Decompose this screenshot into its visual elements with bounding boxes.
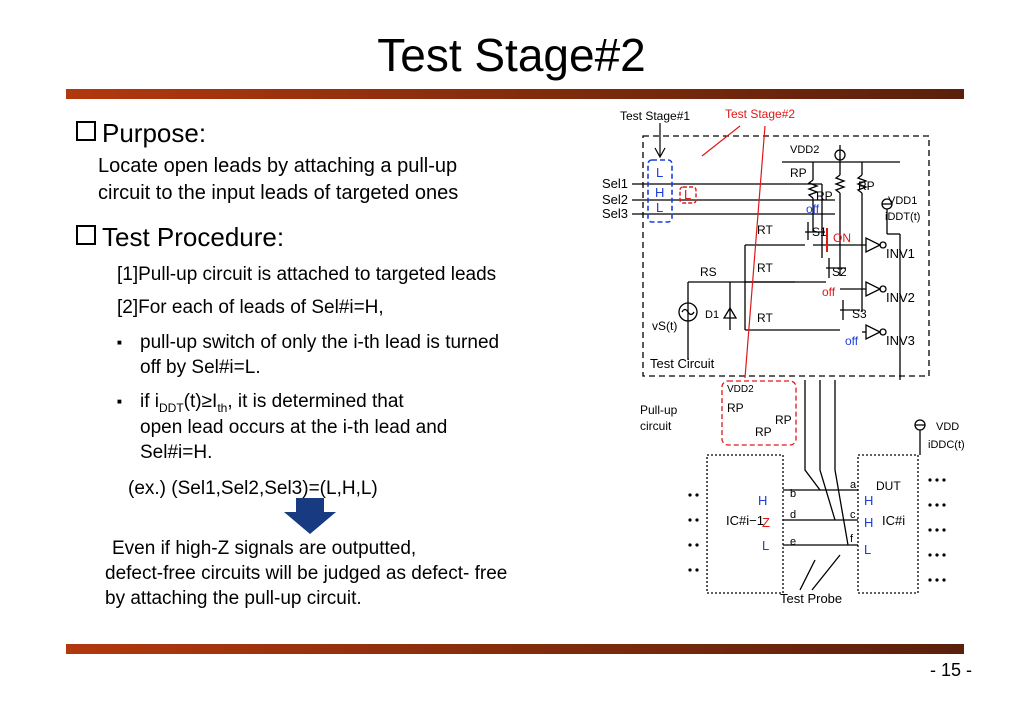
label-inv3: INV3	[886, 333, 915, 348]
label-rs: RS	[700, 265, 717, 279]
label-test-probe: Test Probe	[780, 591, 842, 606]
square-bullet-icon: ■	[117, 338, 122, 347]
sel-values-box	[647, 159, 673, 223]
purpose-line-1: Locate open leads by attaching a pull-up	[98, 155, 458, 177]
sel2-override-value: L	[684, 187, 691, 202]
label-vdd1: VDD1	[888, 195, 917, 207]
label-dut: DUT	[876, 479, 901, 493]
level-right-3: L	[864, 542, 871, 557]
slide-title: Test Stage#2	[377, 29, 646, 81]
level-right-1: H	[864, 493, 873, 508]
label-iddc: iDDC(t)	[928, 439, 965, 451]
bullet-a-line-1: pull-up switch of only the i-th lead is …	[140, 332, 500, 353]
label-rp-pullup-1: RP	[727, 401, 744, 415]
label-vdd2-pullup: VDD2	[727, 384, 754, 395]
label-ic-right: IC#i	[882, 513, 905, 528]
state-s2: off	[822, 285, 836, 299]
label-s1: S1	[812, 225, 827, 239]
bullet-a-line-2: off by Sel#i=L.	[140, 357, 261, 378]
label-test-stage-1: Test Stage#1	[620, 109, 690, 123]
label-rp-3: RP	[858, 179, 875, 193]
conclusion-line-2: defect-free circuits will be judged as d…	[105, 563, 508, 584]
label-sel2: Sel2	[602, 192, 628, 207]
sel3-value: L	[656, 200, 663, 215]
pin-a: a	[850, 479, 857, 491]
procedure-heading: Test Procedure:	[76, 222, 284, 253]
example-text: (ex.) (Sel1,Sel2,Sel3)=(L,H,L)	[128, 478, 378, 499]
state-s1-on: ON	[833, 231, 851, 245]
level-left-2: Z	[762, 515, 770, 530]
label-d1: D1	[705, 309, 719, 321]
label-iddt: iDDT(t)	[885, 211, 920, 223]
bullet-b-line-1: if iDDT(t)≥Ith, it is determined that	[140, 391, 404, 415]
pin-d: d	[790, 509, 796, 521]
checkbox-bullet-icon	[76, 225, 96, 245]
state-s1: off	[806, 202, 820, 216]
level-left-3: L	[762, 538, 769, 553]
conclusion-line-3: by attaching the pull-up circuit.	[105, 588, 362, 609]
page-number: - 15 -	[930, 660, 973, 680]
pin-b: b	[790, 488, 796, 500]
procedure-step-2: [2]For each of leads of Sel#i=H,	[117, 297, 384, 318]
purpose-line-2: circuit to the input leads of targeted o…	[98, 182, 459, 204]
bullet-b-line-3: Sel#i=H.	[140, 442, 213, 463]
label-rt-2: RT	[757, 261, 773, 275]
label-s2: S2	[832, 265, 847, 279]
bottom-divider	[66, 644, 964, 654]
label-vdd2: VDD2	[790, 144, 819, 156]
label-rp-2: RP	[816, 189, 833, 203]
label-s3: S3	[852, 307, 867, 321]
label-test-stage-2: Test Stage#2	[725, 107, 795, 121]
label-sel3: Sel3	[602, 206, 628, 221]
top-divider	[66, 89, 964, 99]
purpose-heading: Purpose:	[76, 118, 206, 149]
label-vdd: VDD	[936, 421, 959, 433]
bullet-b-line-2: open lead occurs at the i-th lead and	[140, 417, 448, 438]
test-circuit-box	[642, 135, 930, 377]
label-inv2: INV2	[886, 290, 915, 305]
label-sel1: Sel1	[602, 176, 628, 191]
label-rt-1: RT	[757, 223, 773, 237]
pin-e: e	[790, 536, 796, 548]
label-rt-3: RT	[757, 311, 773, 325]
label-ic-left: IC#i−1	[726, 513, 764, 528]
label-inv1: INV1	[886, 246, 915, 261]
sel1-value: L	[656, 165, 663, 180]
state-s3: off	[845, 334, 859, 348]
label-rp-pullup-3: RP	[755, 425, 772, 439]
level-left-1: H	[758, 493, 767, 508]
label-pullup-1: Pull-up	[640, 403, 678, 417]
conclusion-line-1: Even if high-Z signals are outputted,	[112, 538, 417, 559]
sel2-value: H	[655, 185, 664, 200]
square-bullet-icon: ■	[117, 397, 122, 406]
pin-f: f	[850, 533, 854, 545]
down-arrow-icon	[284, 498, 336, 534]
label-vs: vS(t)	[652, 319, 677, 333]
level-right-2: H	[864, 515, 873, 530]
label-rp-1: RP	[790, 166, 807, 180]
sel-override-box	[679, 186, 697, 204]
label-test-circuit: Test Circuit	[650, 356, 715, 371]
checkbox-bullet-icon	[76, 121, 96, 141]
label-rp-pullup-2: RP	[775, 413, 792, 427]
label-pullup-2: circuit	[640, 419, 672, 433]
procedure-step-1: [1]Pull-up circuit is attached to target…	[117, 264, 497, 285]
pin-c: c	[850, 509, 856, 521]
